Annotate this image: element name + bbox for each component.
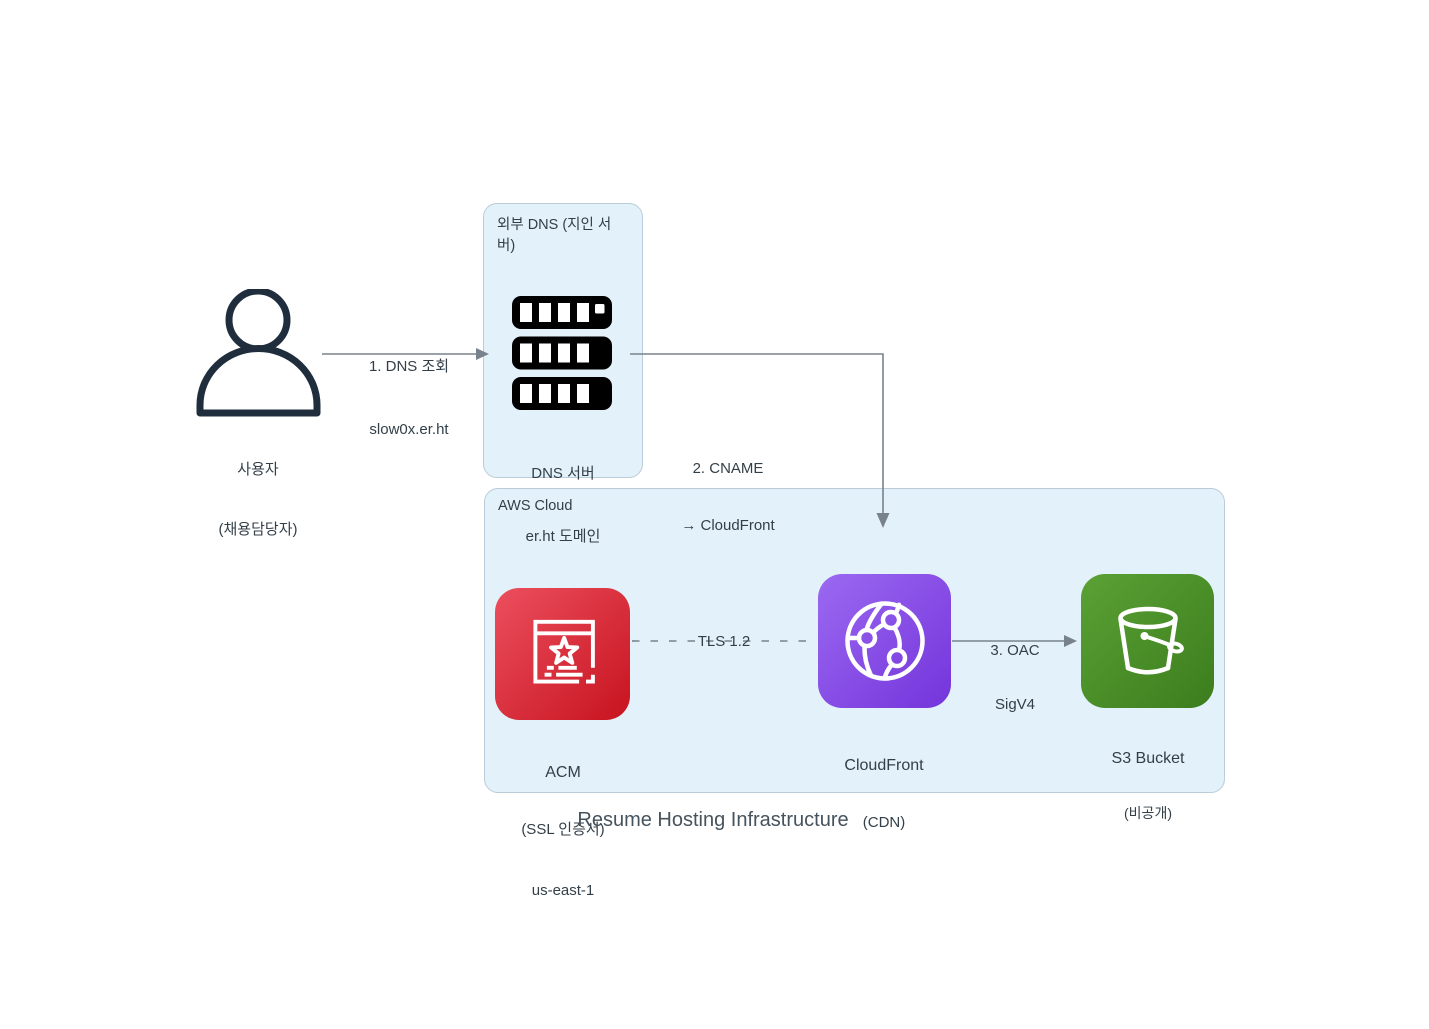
acm-region: us-east-1	[531, 882, 595, 899]
person-icon	[196, 289, 321, 417]
dns-query-arrow-label: 1. DNS 조회 slow0x.er.ht	[324, 314, 494, 482]
s3-name: S3 Bucket	[1111, 750, 1185, 767]
acm-sub: (SSL 인증서)	[521, 821, 605, 838]
dns-server-label: DNS 서버 er.ht 도메인	[483, 421, 643, 589]
acm-label: ACM (SSL 인증서) us-east-1	[478, 725, 648, 938]
acm-name: ACM	[545, 764, 581, 781]
cname-label: 2. CNAME → CloudFront	[648, 421, 808, 573]
diagram-title: Resume Hosting Infrastructure	[577, 809, 849, 831]
cloudfront-label: CloudFront (CDN)	[800, 718, 968, 870]
aws-cloud-title: AWS Cloud	[498, 498, 573, 514]
s3-label: S3 Bucket (비공개)	[1062, 714, 1234, 858]
bucket-icon	[1081, 574, 1214, 708]
user-label: 사용자 (채용담당자)	[168, 420, 348, 580]
dns-server-label-line1: DNS 서버	[531, 465, 595, 482]
cname-label-line2: → CloudFront	[681, 517, 775, 534]
cloudfront-name: CloudFront	[844, 757, 924, 774]
oac-label-line2: SigV4	[994, 696, 1036, 713]
dns-query-label-line1: 1. DNS 조회	[368, 358, 450, 375]
external-dns-group: 외부 DNS (지인 서버)	[483, 203, 643, 478]
s3-sub: (비공개)	[1124, 805, 1172, 821]
dns-server-label-line2: er.ht 도메인	[525, 528, 601, 545]
tls-label: TLS 1.2	[697, 633, 751, 650]
external-dns-title: 외부 DNS (지인 서버)	[497, 217, 612, 254]
cloudfront-sub: (CDN)	[862, 814, 906, 831]
user-label-line1: 사용자	[237, 461, 279, 478]
certificate-icon	[495, 588, 630, 720]
globe-network-icon	[818, 574, 951, 708]
oac-label: 3. OAC SigV4	[955, 606, 1075, 750]
cname-label-line1: 2. CNAME	[692, 460, 764, 477]
oac-label-line1: 3. OAC	[990, 642, 1040, 659]
dns-query-label-line2: slow0x.er.ht	[369, 421, 449, 438]
user-label-line2: (채용담당자)	[218, 521, 298, 538]
